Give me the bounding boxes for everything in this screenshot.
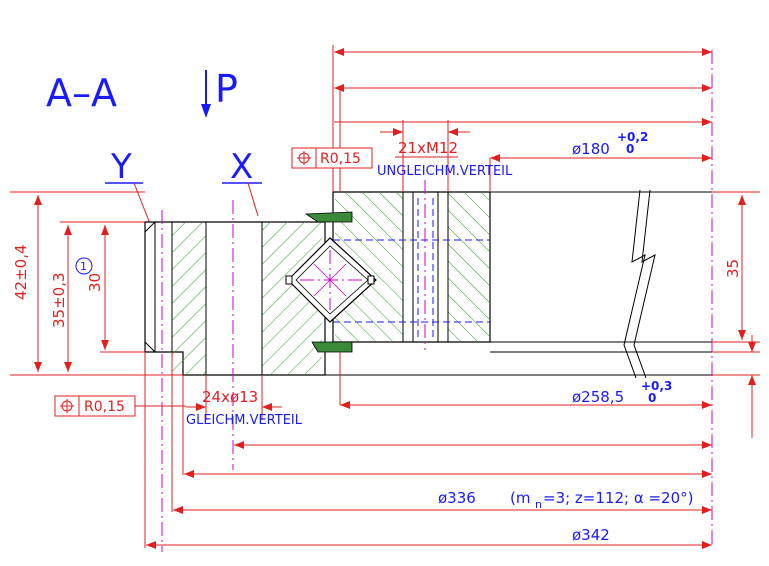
tol-frame-left [54,395,186,417]
section-label: A–A [46,71,117,115]
dim-d180-tol-lower: 0 [626,142,634,156]
tol-frame-left-value: R0,15 [84,399,125,415]
holes-top-note: UNGLEICHM.VERTEIL [377,164,513,179]
holes-bottom-spec: 24xø13 [202,388,258,406]
outer-ring [144,221,326,376]
dim-d258-tol-lower: 0 [648,391,656,405]
dim-d342-value: ø342 [572,526,610,544]
dim-d336-gear-sub: n [535,498,542,511]
dim-d336-gear-prefix: (m [510,489,530,507]
dim-d258-value: ø258,5 [572,388,624,406]
dim-d336-gear-rest: =3; z=112; α =20°) [543,489,694,507]
marker-y: Y [110,147,132,187]
dim-d258-tol-upper: +0,3 [641,379,672,393]
roller-element [285,237,377,323]
tol-frame-top [291,147,373,169]
marker-x: X [230,147,253,187]
dim-30-label: 30 [86,273,104,292]
tol-frame-top-value: R0,15 [320,151,361,167]
gear-extension [325,189,712,379]
dim-42-label: 42±0,4 [12,244,30,300]
seal-bottom [311,341,353,353]
dim-42 [10,191,183,376]
dim-35-label: 35 [724,259,742,278]
holes-top-spec: 21xM12 [398,139,458,157]
ref-circle [75,257,93,275]
dim-d180-value: ø180 [572,140,610,158]
dim-35tol [60,221,145,372]
dim-d336-value: ø336 [438,489,476,507]
dim-35tol-label: 35±0,3 [50,272,68,328]
dim-d180-tol-upper: +0,2 [617,130,648,144]
marker-x-leader [247,182,259,217]
dim-35 [712,191,760,438]
holes-bottom-note: GLEICHM.VERTEIL [186,413,303,428]
seal-top [304,211,353,223]
view-arrow-icon [201,70,211,118]
dim-30 [100,225,145,353]
ref-circle-label: 1 [80,260,87,273]
view-letter: P [215,67,238,111]
